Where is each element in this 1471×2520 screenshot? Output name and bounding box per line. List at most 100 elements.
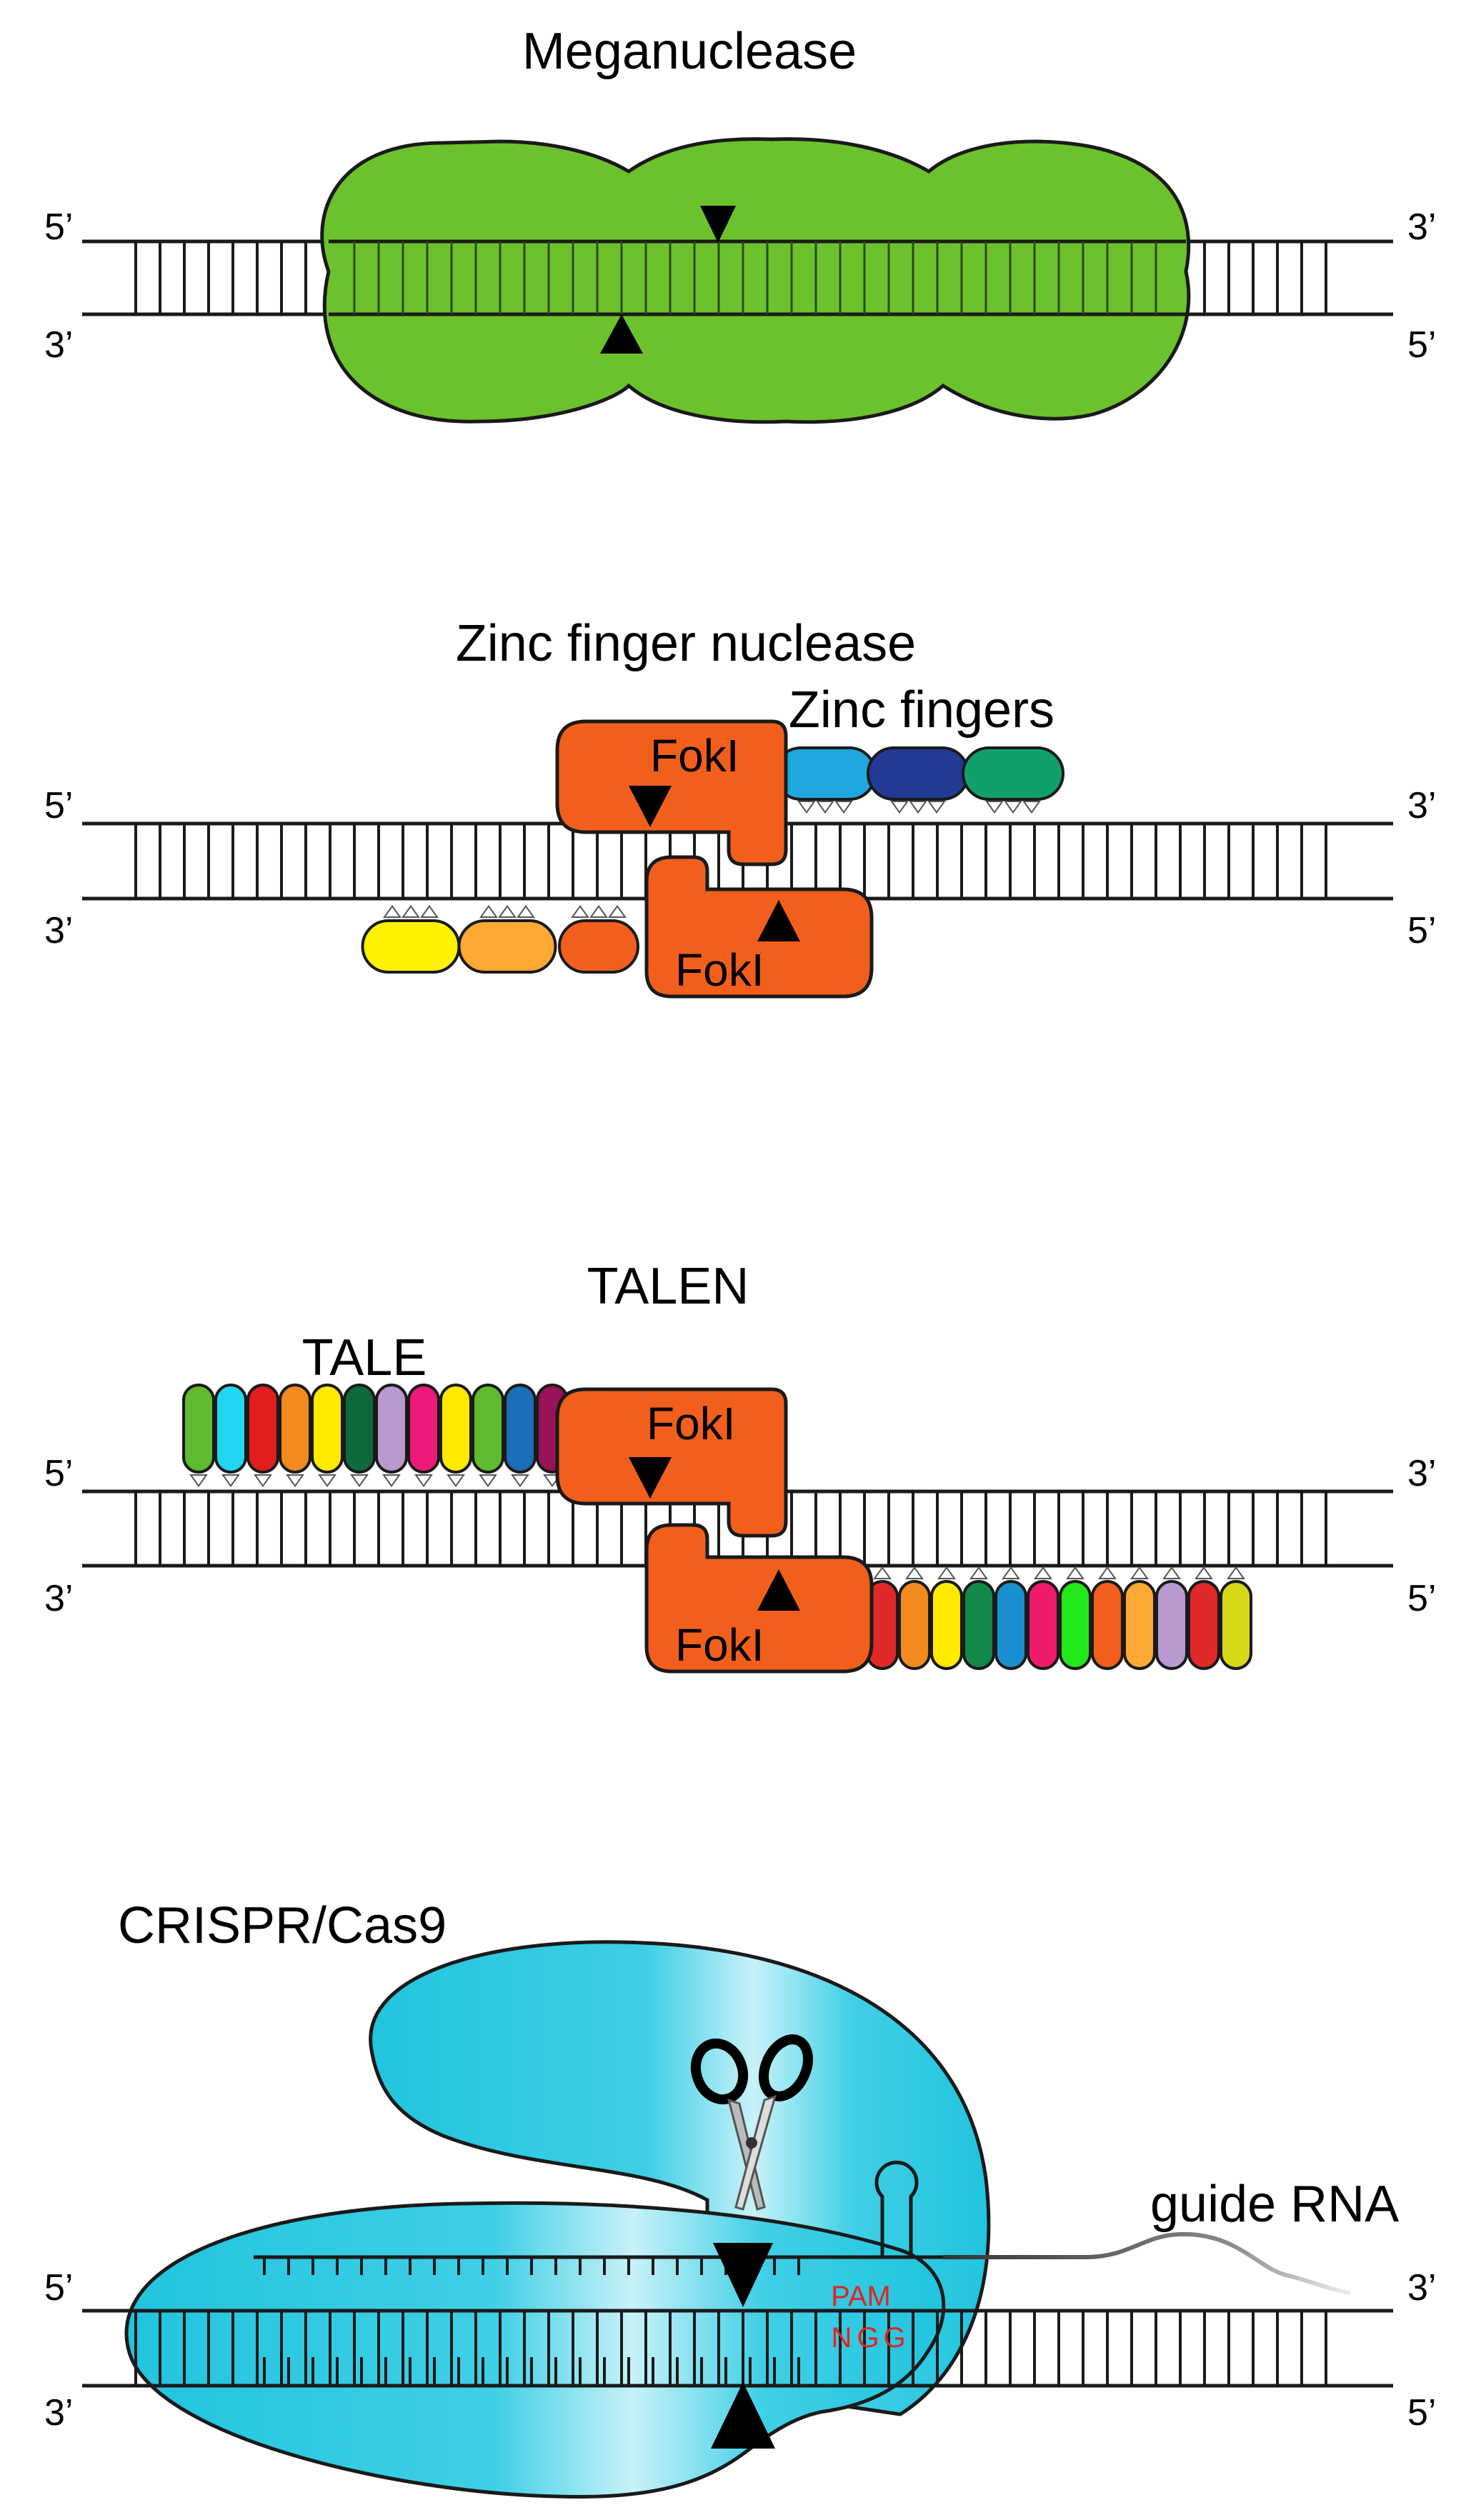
foki-bottom-domain <box>644 1523 874 1674</box>
zinc-finger-domains-top <box>774 746 1064 814</box>
dna-contact-marker <box>517 904 535 918</box>
dna-contact-marker <box>1022 801 1041 814</box>
cleavage-site-bottom-marker <box>711 2382 775 2449</box>
tale-repeat <box>214 1384 247 1474</box>
dna-contact-marker <box>402 904 420 918</box>
dna-contact-marker <box>1227 1566 1245 1579</box>
tale-repeat <box>407 1384 440 1474</box>
cleavage-site-top-marker <box>629 1457 672 1499</box>
tale-repeat <box>930 1580 963 1670</box>
zinc-fingers-label: Zinc fingers <box>789 681 1054 739</box>
tale-repeat <box>1027 1580 1059 1670</box>
strand-end-top-right: 3’ <box>1407 1453 1436 1494</box>
dna-contact-marker <box>1098 1566 1117 1579</box>
guide-rna-strand <box>254 2255 943 2386</box>
dna-contact-marker <box>589 904 608 918</box>
dna-contact-marker <box>414 1474 433 1488</box>
strand-end-bottom-left: 3’ <box>44 324 73 366</box>
dna-contact-marker <box>1066 1566 1084 1579</box>
strand-end-bottom-left: 3’ <box>44 1578 73 1619</box>
zinc-finger-domain <box>558 919 639 974</box>
dna-contact-marker <box>511 1474 529 1488</box>
dna-contact-marker <box>937 1566 956 1579</box>
zfn-title: Zinc finger nuclease <box>456 615 916 672</box>
cleavage-site-bottom-marker <box>600 314 643 354</box>
foki-bottom-domain <box>644 855 874 999</box>
meganuclease-title: Meganuclease <box>522 23 857 80</box>
dna-contact-marker <box>420 904 439 918</box>
tale-repeat <box>279 1384 311 1474</box>
pam-base-2: G <box>857 2322 879 2354</box>
dna-contact-marker <box>254 1474 272 1488</box>
cleavage-site-top-marker <box>700 206 736 243</box>
dna-contact-marker <box>318 1474 336 1488</box>
strand-end-bottom-right: 5’ <box>1407 1578 1436 1619</box>
crispr-panel: CRISPR/Cas9 guide RNA PAM N G G 5’ 3’ 3’… <box>44 1897 1436 2499</box>
tale-repeat <box>898 1580 931 1670</box>
strand-end-top-left: 5’ <box>44 206 73 248</box>
strand-end-top-left: 5’ <box>44 785 73 826</box>
guide-rna-label: guide RNA <box>1150 2176 1399 2233</box>
strand-end-bottom-right: 5’ <box>1407 910 1436 951</box>
dna-contact-marker <box>479 904 498 918</box>
dna-contact-marker <box>1034 1566 1052 1579</box>
strand-end-bottom-left: 3’ <box>44 910 73 951</box>
dna-contact-marker <box>905 1566 924 1579</box>
pam-label: PAM <box>831 2281 891 2312</box>
dna-contact-marker <box>286 1474 304 1488</box>
cleavage-site-bottom-marker <box>757 900 800 941</box>
cleavage-site-bottom-marker <box>757 1569 800 1611</box>
zinc-finger-domain <box>962 746 1064 801</box>
cas9-lower-lobe <box>124 2201 946 2499</box>
strand-end-top-left: 5’ <box>44 2267 73 2309</box>
tale-repeat <box>472 1384 504 1474</box>
dna-contact-marker <box>1162 1566 1181 1579</box>
tale-repeat <box>439 1384 472 1474</box>
dna-overlay <box>329 239 1186 316</box>
tale-repeat <box>311 1384 344 1474</box>
dna-contact-marker <box>834 801 853 814</box>
guide-rna-tail <box>943 2231 1351 2295</box>
tale-repeat <box>182 1384 215 1474</box>
foki-bottom-label: FokI <box>675 1619 764 1671</box>
foki-top-domain <box>555 719 788 866</box>
tale-repeat <box>375 1384 408 1474</box>
dna-contact-marker <box>221 1474 240 1488</box>
tale-label: TALE <box>302 1329 427 1386</box>
dna-contact-marker <box>1002 1566 1020 1579</box>
dna-contact-marker <box>969 1566 988 1579</box>
strand-end-bottom-left: 3’ <box>44 2392 73 2434</box>
dna-contact-marker <box>571 904 589 918</box>
dna-contact-marker <box>797 801 816 814</box>
tale-repeat <box>1059 1580 1092 1670</box>
tale-repeats-left <box>182 1384 569 1488</box>
tale-repeat <box>1091 1580 1124 1670</box>
strand-end-bottom-right: 5’ <box>1407 324 1436 366</box>
dna-contact-marker <box>383 904 402 918</box>
strand-end-top-right: 3’ <box>1407 785 1436 826</box>
dna-contact-marker <box>1004 801 1022 814</box>
dna-contact-marker <box>350 1474 369 1488</box>
tale-repeat <box>994 1580 1027 1670</box>
dna-contact-marker <box>447 1474 465 1488</box>
dna-double-strand <box>82 2309 1393 2388</box>
zfn-panel: Zinc finger nuclease Zinc fingers FokI F… <box>44 615 1436 999</box>
cleavage-site-top-marker <box>713 2243 773 2307</box>
guide-rna-hairpin <box>874 2160 919 2257</box>
talen-panel: TALEN TALE FokI FokI 5’ 3’ 3’ 5’ <box>44 1258 1436 1674</box>
scissors-icon <box>690 2034 813 2211</box>
strand-end-top-right: 3’ <box>1407 2267 1436 2309</box>
tale-repeat <box>1220 1580 1252 1670</box>
dna-contact-marker <box>985 801 1004 814</box>
zinc-finger-domain <box>361 919 461 974</box>
pam-base-1: N <box>832 2322 852 2354</box>
dna-contact-marker <box>873 1566 892 1579</box>
dna-contact-marker <box>816 801 834 814</box>
dna-contact-marker <box>479 1474 497 1488</box>
zinc-finger-domains-bottom <box>361 904 639 974</box>
strand-end-top-right: 3’ <box>1407 206 1436 248</box>
foki-top-label: FokI <box>650 730 739 781</box>
dna-contact-marker <box>189 1474 208 1488</box>
